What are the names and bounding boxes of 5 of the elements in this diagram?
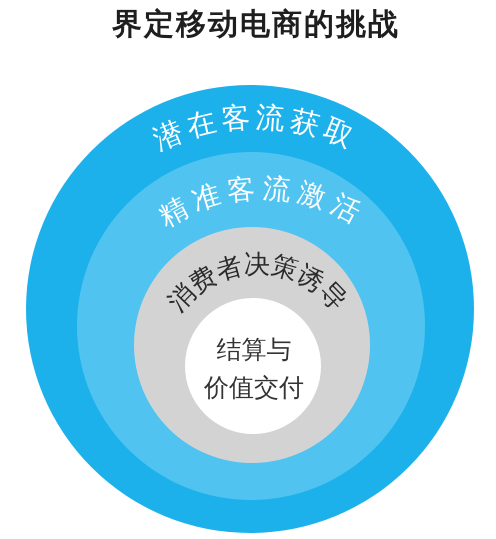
ring-label: 消费者决策诱导	[162, 250, 354, 318]
center-label: 结算与价值交付	[204, 334, 304, 404]
ring-label: 精准客流激活	[152, 170, 374, 233]
ring-label: 潜在客流获取	[148, 99, 364, 156]
diagram-title: 界定移动电商的挑战	[112, 6, 400, 44]
